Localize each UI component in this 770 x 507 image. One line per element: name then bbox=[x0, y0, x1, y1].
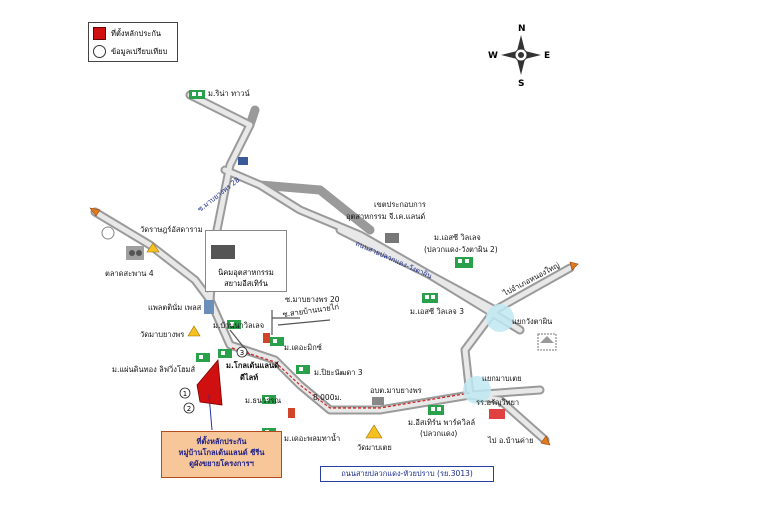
marker-1: 1 bbox=[183, 390, 187, 398]
compass: N S E W bbox=[488, 24, 550, 89]
junction-wang bbox=[486, 304, 514, 332]
label-soi-20: ซ.มาบยางพร 20 bbox=[285, 295, 340, 304]
label-rr-school: รร.อรัญวิทยา bbox=[476, 398, 519, 407]
marker-2: 2 bbox=[187, 405, 191, 413]
label-eastern-park-1: ม.อีสเทิร์น พาร์ควิลล์ bbox=[408, 418, 475, 427]
compass-w: W bbox=[488, 51, 498, 61]
legend-compare-swatch bbox=[93, 45, 106, 58]
temple-icon bbox=[365, 424, 383, 439]
factory-name-2: สยามอีสเทิร์น bbox=[224, 279, 268, 288]
label-sc-3: ม.เอสซี วิลเลจ 3 bbox=[410, 307, 464, 316]
label-sc-top-1: ม.เอสซี วิลเลจ bbox=[434, 233, 481, 242]
labels: ม.ริน่า ทาวน์ วัดราษฎร์อัสดาราม ตลาดสะพา… bbox=[105, 89, 561, 452]
factory-name-1: นิคมอุตสาหกรรม bbox=[218, 268, 274, 277]
label-yaek-wang: แยกวังตาผิน bbox=[512, 317, 552, 326]
label-piyanat: ม.ปิยะนัฒดา 3 bbox=[314, 368, 363, 377]
label-plaza: แพลตตินั่ม เพลส bbox=[148, 302, 202, 312]
label-golden-land-1: ม.โกลเด้นแลนด์ bbox=[226, 360, 279, 370]
factory-icon bbox=[211, 245, 235, 259]
arrow-nw-icon bbox=[89, 207, 101, 217]
junction-map bbox=[463, 376, 491, 404]
compass-e: E bbox=[544, 51, 550, 61]
temple-icon bbox=[187, 325, 201, 337]
label-saen-din: ม.แผ่นดินทอง ลิฟวิ่งโฮมส์ bbox=[112, 364, 196, 374]
temple-icons bbox=[146, 242, 383, 439]
industrial-building-icon bbox=[385, 233, 399, 243]
factory-box: นิคมอุตสาหกรรม สยามอีสเทิร์น bbox=[205, 230, 287, 292]
road-east bbox=[255, 180, 375, 235]
school-building-icon bbox=[489, 409, 505, 419]
label-golden-land-2: ดีไลท์ bbox=[240, 372, 258, 382]
legend-site-swatch bbox=[93, 27, 106, 40]
label-baan-nawilla: ม.บ้านนาวิลเลจ bbox=[213, 321, 264, 330]
road-tag: ถนนสายปลวกแดง-หัวยปราบ (รย.3013) bbox=[320, 466, 494, 482]
label-the-palm: ม.เดอะพลมทาน้ำ bbox=[284, 433, 340, 443]
bus-stop-icon bbox=[288, 408, 295, 418]
marker-3: 3 bbox=[240, 349, 244, 357]
plaza-building-icon bbox=[204, 300, 214, 314]
label-the-mix: ม.เดอะมิกซ์ bbox=[284, 343, 322, 352]
label-yaek-map: แยกมาบเตย bbox=[482, 374, 522, 383]
label-industrial-2: อุตสาหกรรม จี.เค.แลนด์ bbox=[346, 212, 425, 221]
temple-icon bbox=[146, 242, 160, 253]
legend-site-label: ที่ตั้งหลักประกัน bbox=[111, 28, 162, 38]
obt-building-icon bbox=[372, 397, 384, 405]
arrow-se-icon bbox=[540, 435, 551, 446]
label-wat-mabyang: วัดมาบยางพร bbox=[140, 330, 184, 339]
dam-icon bbox=[101, 226, 115, 240]
callout-line-3: ดูผังขยายโครงการฯ bbox=[189, 459, 254, 468]
label-thanawan: ม.ธนวรรณ bbox=[245, 396, 281, 405]
roads bbox=[90, 90, 575, 445]
callout-line-1: ที่ตั้งหลักประกัน bbox=[196, 437, 247, 446]
label-talad: ตลาดสะพาน 4 bbox=[105, 269, 154, 278]
bus-stop-icon bbox=[263, 333, 270, 343]
label-rina-town: ม.ริน่า ทาวน์ bbox=[208, 89, 250, 98]
markers: 1 2 3 bbox=[179, 346, 248, 414]
label-wat-rat: วัดราษฎร์อัสดาราม bbox=[140, 225, 203, 234]
label-road-pluak: ถนนสายปลวกแดง-วังตาผิน bbox=[354, 240, 433, 281]
label-wat-mapkhayoei: วัดมาบเตย bbox=[357, 443, 392, 452]
site-polygon bbox=[196, 359, 223, 406]
arrow-icons bbox=[89, 207, 579, 446]
legend: ที่ตั้งหลักประกัน ข้อมูลเปรียบเทียบ bbox=[88, 22, 178, 62]
road-branch-1 bbox=[245, 105, 260, 130]
label-distance: 8,000ม. bbox=[313, 393, 342, 402]
callout-line-2: หมู่บ้านโกลเด้นแลนด์ ซีรีน bbox=[178, 448, 265, 457]
site-callout: ที่ตั้งหลักประกัน หมู่บ้านโกลเด้นแลนด์ ซ… bbox=[161, 431, 282, 478]
compass-n: N bbox=[518, 24, 526, 34]
label-to-ban-khai: ไป อ.บ้านค่าย bbox=[487, 436, 534, 445]
label-sc-top-2: (ปลวกแดง-วังตาผิน 2) bbox=[424, 245, 498, 254]
label-soi-ban-nai: ซ.สายบ้านนายไก่ bbox=[282, 302, 340, 319]
route-dashed bbox=[231, 347, 471, 409]
legend-compare-label: ข้อมูลเปรียบเทียบ bbox=[111, 46, 168, 56]
building-icons bbox=[101, 226, 557, 419]
label-eastern-park-2: (ปลวกแดง) bbox=[420, 429, 457, 438]
arrow-ne-icon bbox=[569, 261, 579, 271]
legend-compare-row: ข้อมูลเปรียบเทียบ bbox=[93, 45, 167, 58]
legend-site-row: ที่ตั้งหลักประกัน bbox=[93, 27, 161, 40]
label-obt: อบต.มาบยางพร bbox=[370, 386, 422, 395]
label-industrial-1: เขตประกอบการ bbox=[374, 200, 426, 209]
compass-s: S bbox=[518, 79, 524, 89]
